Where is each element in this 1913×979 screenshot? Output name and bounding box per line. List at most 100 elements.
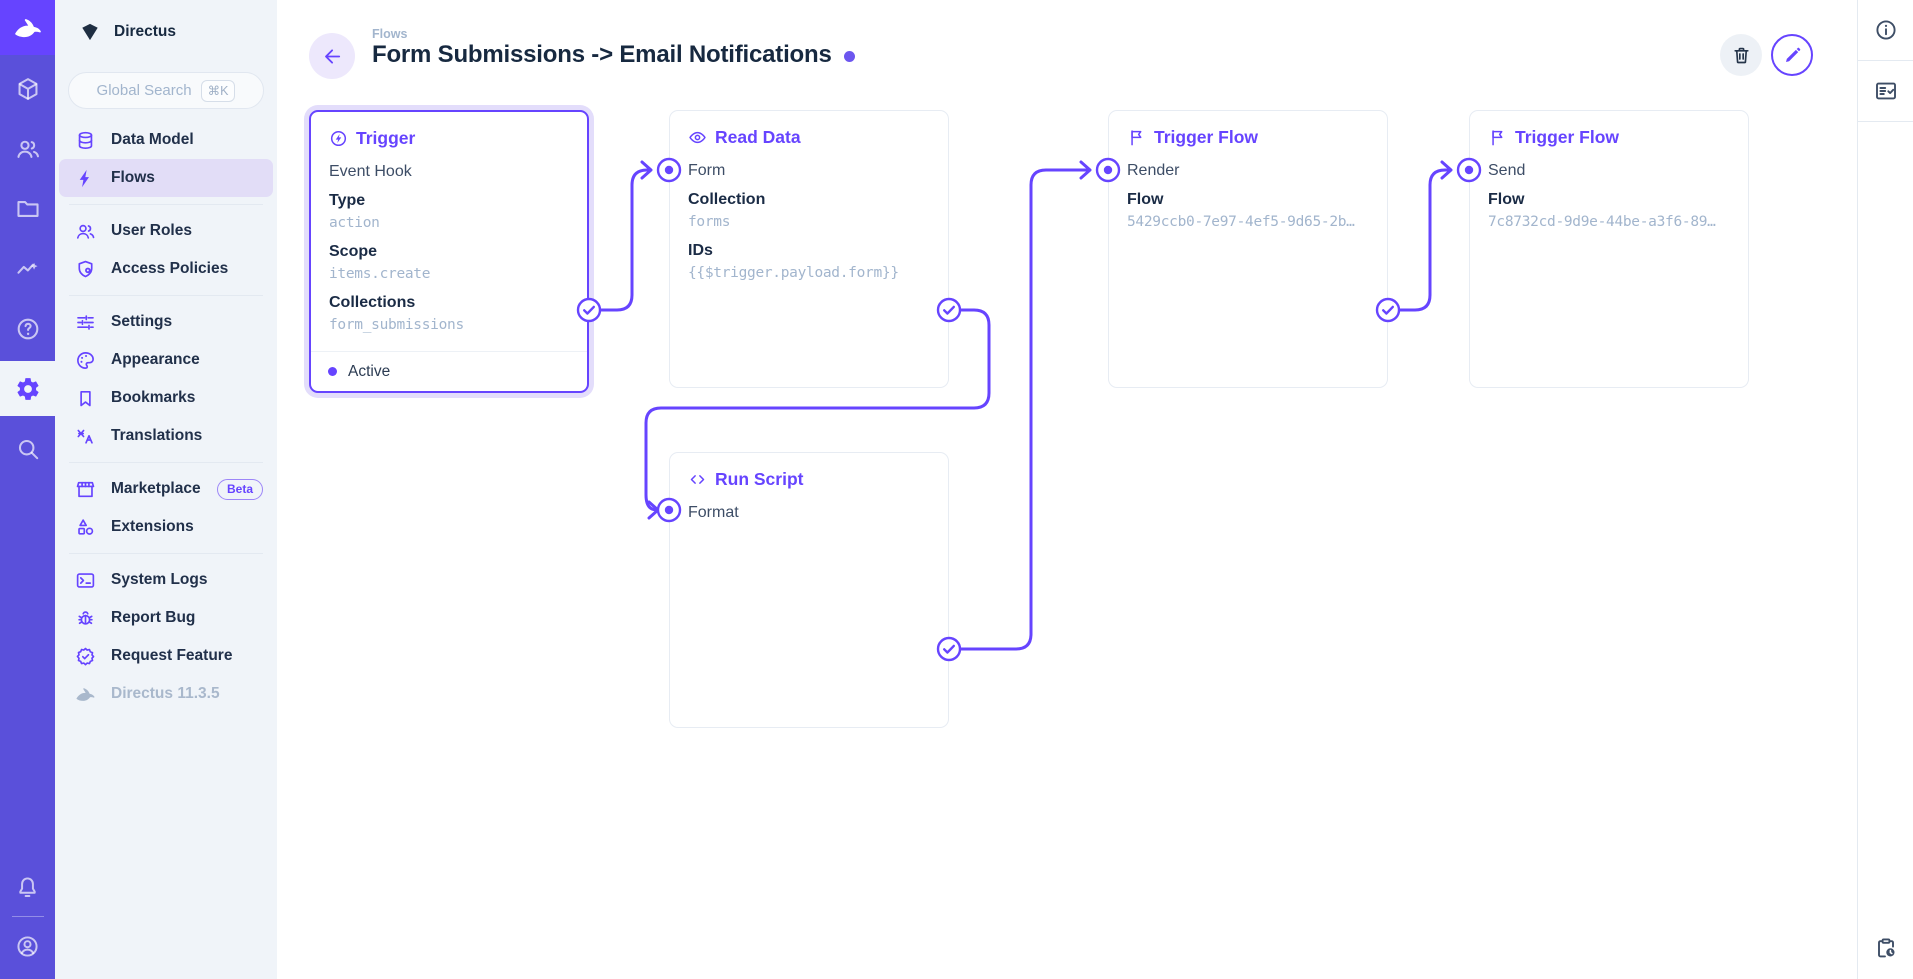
sidebar-item-label: System Logs	[111, 571, 208, 588]
project-name: Directus	[114, 23, 177, 40]
activity-icon	[15, 256, 41, 282]
panel-title-text: Run Script	[715, 469, 804, 489]
field-value: 7c8732cd-9d9e-44be-a3f6-89…	[1488, 214, 1716, 230]
module-bar	[0, 0, 55, 979]
panel-title: Run Script	[688, 468, 930, 490]
sidebar-item-flows[interactable]: Flows	[59, 159, 273, 197]
user-directory-module[interactable]	[0, 121, 55, 176]
activity-log-button[interactable]	[1874, 936, 1898, 965]
field-label: Type	[329, 192, 366, 209]
sidebar-item-label: Settings	[111, 313, 173, 330]
help-icon	[15, 316, 41, 342]
beta-badge: Beta	[216, 478, 263, 500]
field-label: Collection	[688, 191, 766, 208]
panel-field: Scope items.create	[329, 241, 569, 285]
eye-icon	[688, 128, 707, 147]
directus-logo-button[interactable]	[0, 0, 55, 55]
users-icon	[15, 136, 41, 162]
field-value: items.create	[329, 266, 431, 282]
breadcrumb: Flows	[372, 27, 408, 41]
info-sidebar-button[interactable]	[1858, 0, 1913, 61]
panel-title: Read Data	[688, 126, 930, 148]
sidebar-item-request-feature[interactable]: Request Feature	[59, 637, 273, 675]
sidebar-item-label: Request Feature	[111, 647, 233, 664]
nav-divider	[69, 553, 263, 554]
sidebar-item-bookmarks[interactable]: Bookmarks	[59, 379, 273, 417]
user-menu-button[interactable]	[0, 923, 55, 969]
field-value: form_submissions	[329, 317, 464, 333]
sidebar-item-access-policies[interactable]: Access Policies	[59, 250, 273, 288]
info-icon	[1874, 18, 1898, 42]
sidebar-item-marketplace[interactable]: Marketplace Beta	[59, 470, 273, 508]
flow-canvas: Flows Form Submissions -> Email Notifica…	[277, 0, 1857, 979]
field-value: {{$trigger.payload.form}}	[688, 265, 899, 281]
field-value: forms	[688, 214, 731, 230]
insights-module[interactable]	[0, 241, 55, 296]
field-label: IDs	[688, 242, 713, 259]
sidebar-item-data-model[interactable]: Data Model	[59, 121, 273, 159]
avatar-icon	[15, 934, 40, 959]
panel-name: Render	[1127, 162, 1180, 179]
bug-icon	[73, 608, 97, 629]
edit-flow-button[interactable]	[1771, 34, 1813, 76]
palette-icon	[73, 350, 97, 371]
sidebar-item-extensions[interactable]: Extensions	[59, 508, 273, 546]
arrow-left-icon	[321, 45, 344, 68]
shield-badge-icon	[73, 259, 97, 280]
sidebar-item-label: Report Bug	[111, 609, 196, 626]
sidebar-item-system-logs[interactable]: System Logs	[59, 561, 273, 599]
panel-field: Flow 7c8732cd-9d9e-44be-a3f6-89…	[1488, 189, 1730, 233]
sidebar-item-translations[interactable]: Translations	[59, 417, 273, 455]
sidebar-item-label: Marketplace	[111, 480, 201, 497]
search-module[interactable]	[0, 421, 55, 476]
panel-name: Format	[688, 504, 739, 521]
sidebar-item-report-bug[interactable]: Report Bug	[59, 599, 273, 637]
content-module[interactable]	[0, 61, 55, 116]
sidebar-item-settings[interactable]: Settings	[59, 303, 273, 341]
delete-flow-button[interactable]	[1720, 34, 1762, 76]
panel-field: Collection forms	[688, 189, 930, 233]
pencil-icon	[1782, 45, 1803, 66]
diamond-icon	[79, 21, 101, 43]
cube-icon	[15, 76, 41, 102]
field-label: Flow	[1488, 191, 1525, 208]
page-title: Form Submissions -> Email Notifications	[372, 41, 855, 69]
field-label: Flow	[1127, 191, 1164, 208]
sidebar-item-appearance[interactable]: Appearance	[59, 341, 273, 379]
panel-name: Send	[1488, 162, 1526, 179]
sidebar-item-label: Translations	[111, 427, 203, 444]
back-button[interactable]	[309, 33, 355, 79]
global-search-input[interactable]: Global Search ⌘K	[68, 72, 264, 109]
toolbar	[1720, 34, 1813, 76]
sidebar-item-user-roles[interactable]: User Roles	[59, 212, 273, 250]
nav-divider	[69, 462, 263, 463]
panel-title: Trigger Flow	[1127, 126, 1369, 148]
sidebar-item-label: Flows	[111, 169, 155, 186]
notifications-button[interactable]	[0, 864, 55, 910]
settings-module[interactable]	[0, 361, 55, 416]
docs-module[interactable]	[0, 301, 55, 356]
logs-sidebar-button[interactable]	[1858, 61, 1913, 122]
terminal-icon	[73, 570, 97, 591]
field-label: Scope	[329, 243, 378, 260]
field-value: action	[329, 215, 380, 231]
code-icon	[688, 470, 707, 489]
clipboard-clock-icon	[1874, 936, 1898, 960]
panel-title: Trigger Flow	[1488, 126, 1730, 148]
panel-title-text: Read Data	[715, 127, 801, 147]
files-module[interactable]	[0, 181, 55, 236]
sidebar-item-label: Extensions	[111, 518, 194, 535]
gear-icon	[15, 376, 41, 402]
sidebar-item-label: Bookmarks	[111, 389, 196, 406]
project-menu[interactable]: Directus	[55, 0, 277, 56]
